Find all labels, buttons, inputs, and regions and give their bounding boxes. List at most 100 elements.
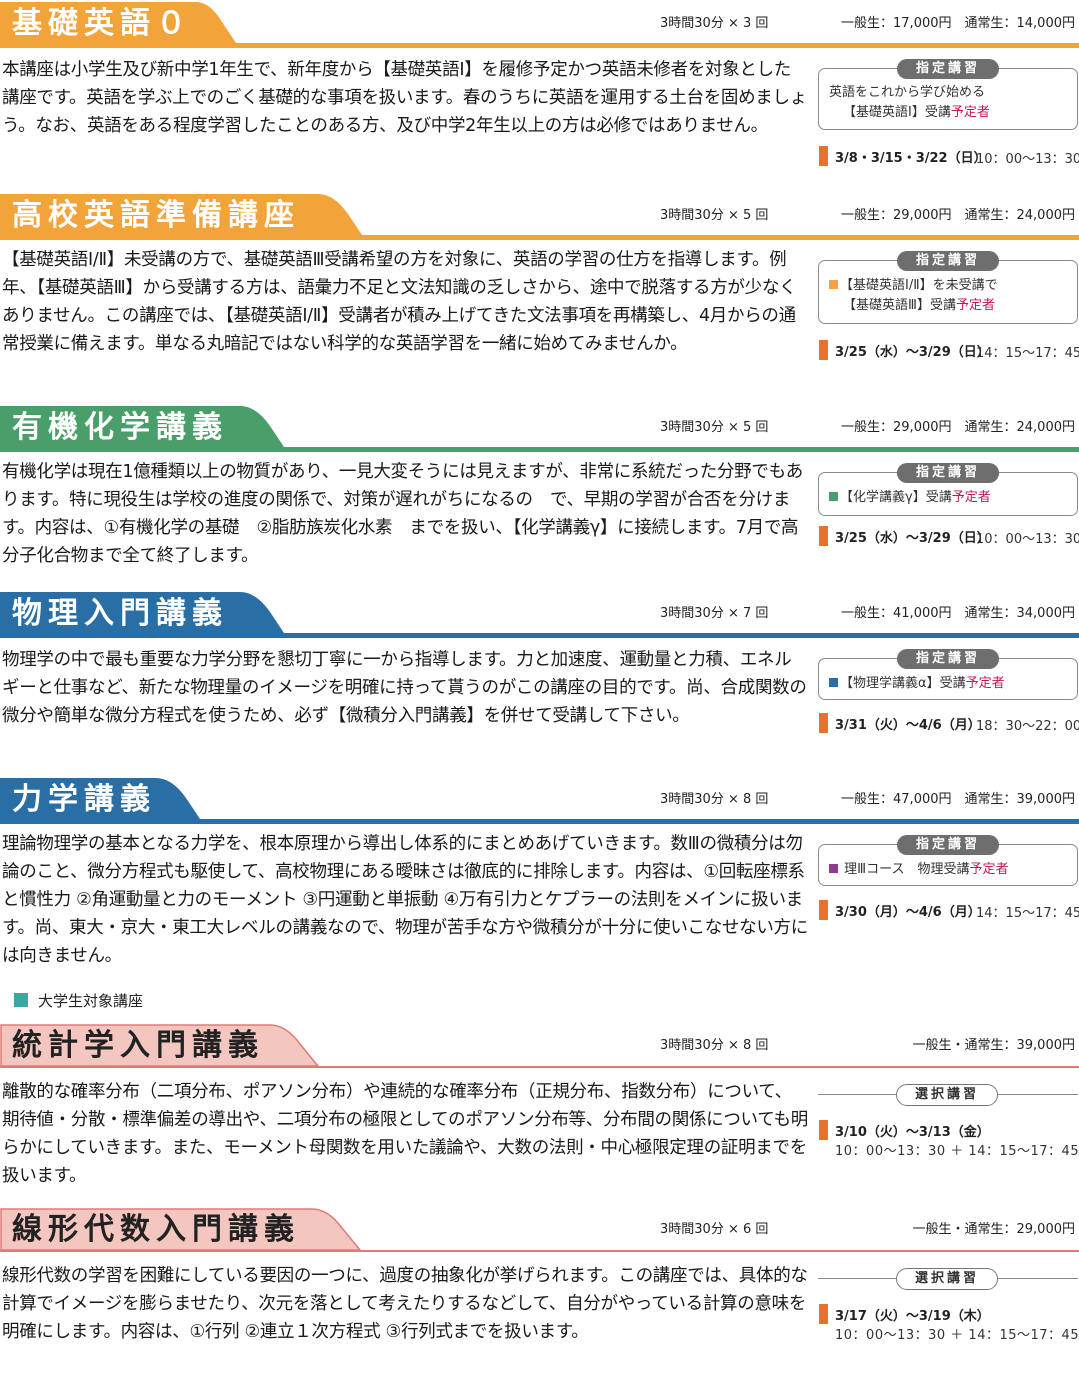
schedule-date: 3/25（水）～3/29（日） <box>835 531 990 546</box>
requirement-line-1: 英語をこれから学び始める <box>829 85 986 100</box>
course-header: 基礎英語０ 3時間30分 × 3 回 一般生：17,000円 通常生：14,00… <box>0 2 1079 50</box>
schedule-marker <box>819 340 828 360</box>
course-sessions: 3時間30分 × 5 回 <box>660 208 769 223</box>
course-description: 理論物理学の基本となる力学を、根本原理から導出し体系的にまとめあげていきます。数… <box>2 834 808 966</box>
course-header: 統計学入門講義 3時間30分 × 8 回 一般生・通常生：39,000円 <box>0 1024 1079 1072</box>
requirement-box: 指定講習 英語をこれから学び始める 【基礎英語Ⅰ】受講予定者 <box>818 59 1078 130</box>
schedule-time: 14：15～17：45 <box>976 906 1079 921</box>
header-rule <box>0 1250 1079 1252</box>
course-fees: 一般生・通常生：29,000円 <box>912 1222 1076 1237</box>
course-fees: 一般生：29,000円 通常生：24,000円 <box>841 420 1075 435</box>
course-description: 線形代数の学習を困難にしている要因の一つに、過度の抽象化が挙げられます。この講座… <box>2 1266 808 1342</box>
course-description: 離散的な確率分布（二項分布、ポアソン分布）や連続的な確率分布（正規分布、指数分布… <box>2 1082 808 1186</box>
title-tab-shape <box>0 1024 320 1067</box>
course-header: 線形代数入門講義 3時間30分 × 6 回 一般生・通常生：29,000円 <box>0 1208 1079 1256</box>
schedule-marker <box>819 1120 828 1140</box>
course-fees: 一般生・通常生：39,000円 <box>912 1038 1076 1053</box>
requirement-line-1: 理Ⅲコース 物理受講予定者 <box>829 860 1008 880</box>
schedule-date: 3/31（火）～4/6（月） <box>835 718 981 733</box>
course-schedule: 3/17（火）～3/19（木） 10：00～13：30 ＋ 14：15～17：4… <box>818 1304 1079 1344</box>
title-tab-shape <box>0 1208 362 1251</box>
requirement-line-1: 【化学講義γ】受講予定者 <box>829 488 991 508</box>
schedule-time: 10：00～13：30 ＋ 14：15～17：45 <box>835 1328 1079 1343</box>
schedule-time: 10：00～13：30 <box>976 532 1079 547</box>
course-sessions: 3時間30分 × 7 回 <box>660 606 769 621</box>
course-sessions: 3時間30分 × 5 回 <box>660 420 769 435</box>
university-section-label: 大学生対象講座 <box>38 992 144 1010</box>
schedule-marker <box>819 713 828 733</box>
course-sessions: 3時間30分 × 8 回 <box>660 792 769 807</box>
requirement-label: 指定講習 <box>897 649 999 669</box>
course-tokeigaku-nyumon: 統計学入門講義 3時間30分 × 8 回 一般生・通常生：39,000円 離散的… <box>0 1024 1079 1186</box>
course-header: 高校英語準備講座 3時間30分 × 5 回 一般生：29,000円 通常生：24… <box>0 194 1079 242</box>
course-butsuri-nyumon: 物理入門講義 3時間30分 × 7 回 一般生：41,000円 通常生：34,0… <box>0 592 1079 734</box>
requirement-box: 指定講習 【物理学講義α】受講予定者 <box>818 649 1078 700</box>
header-rule <box>0 633 1079 638</box>
schedule-date: 3/25（水）～3/29（日） <box>835 345 990 360</box>
course-header: 力学講義 3時間30分 × 8 回 一般生：47,000円 通常生：39,000… <box>0 778 1079 826</box>
title-tab-shape <box>0 778 200 819</box>
course-title: 力学講義 <box>12 782 156 817</box>
course-header: 有機化学講義 3時間30分 × 5 回 一般生：29,000円 通常生：24,0… <box>0 406 1079 454</box>
course-schedule: 3/8・3/15・3/22（日） 10：00～13：30 <box>818 146 1079 167</box>
course-sessions: 3時間30分 × 3 回 <box>660 16 769 31</box>
select-label: 選択講習 <box>896 1084 998 1106</box>
course-fees: 一般生：29,000円 通常生：24,000円 <box>841 208 1075 223</box>
course-kiso-eigo-0: 基礎英語０ 3時間30分 × 3 回 一般生：17,000円 通常生：14,00… <box>0 2 1079 167</box>
course-koko-eigo-junbi: 高校英語準備講座 3時間30分 × 5 回 一般生：29,000円 通常生：24… <box>0 194 1079 361</box>
course-title: 基礎英語０ <box>12 6 192 41</box>
requirement-label: 指定講習 <box>897 251 999 271</box>
schedule-time: 18：30～22：00 <box>976 719 1079 734</box>
select-label: 選択講習 <box>896 1268 998 1290</box>
schedule-marker <box>819 900 828 920</box>
course-description: 本講座は小学生及び新中学1年生で、新年度から【基礎英語Ⅰ】を履修予定かつ英語未修… <box>2 60 807 136</box>
course-yuki-kagaku: 有機化学講義 3時間30分 × 5 回 一般生：29,000円 通常生：24,0… <box>0 406 1079 566</box>
course-sessions: 3時間30分 × 8 回 <box>660 1038 769 1053</box>
course-fees: 一般生：41,000円 通常生：34,000円 <box>841 606 1075 621</box>
title-tab-shape <box>0 2 236 43</box>
course-senkei-daisu-nyumon: 線形代数入門講義 3時間30分 × 6 回 一般生・通常生：29,000円 線形… <box>0 1208 1079 1343</box>
requirement-box: 指定講習 【化学講義γ】受講予定者 <box>818 463 1078 516</box>
schedule-date: 3/17（火）～3/19（木） <box>835 1309 990 1324</box>
requirement-line-1: 【基礎英語Ⅰ/Ⅱ】を未受講で <box>829 276 998 296</box>
green-square-icon <box>829 492 838 501</box>
course-fees: 一般生：17,000円 通常生：14,000円 <box>841 16 1075 31</box>
course-title: 線形代数入門講義 <box>12 1212 300 1247</box>
schedule-marker <box>819 1304 828 1324</box>
purple-square-icon <box>829 864 838 873</box>
course-schedule: 3/30（月）～4/6（月） 14：15～17：45 <box>818 900 1079 921</box>
course-description: 有機化学は現在1億種類以上の物質があり、一見大変そうには見えますが、非常に系統だ… <box>2 462 803 566</box>
course-schedule: 3/25（水）～3/29（日） 14：15～17：45 <box>818 340 1079 361</box>
requirement-label: 指定講習 <box>897 463 999 483</box>
teal-square-icon <box>14 993 28 1007</box>
course-title: 統計学入門講義 <box>12 1028 264 1063</box>
requirement-box: 指定講習 理Ⅲコース 物理受講予定者 <box>818 835 1078 886</box>
course-rikigaku: 力学講義 3時間30分 × 8 回 一般生：47,000円 通常生：39,000… <box>0 778 1079 966</box>
schedule-marker <box>819 526 828 546</box>
schedule-marker <box>819 146 828 166</box>
course-schedule: 3/10（火）～3/13（金） 10：00～13：30 ＋ 14：15～17：4… <box>818 1120 1079 1160</box>
course-description: 物理学の中で最も重要な力学分野を懇切丁寧に一から指導します。力と加速度、運動量と… <box>2 650 807 726</box>
schedule-time: 14：15～17：45 <box>976 346 1079 361</box>
schedule-date: 3/8・3/15・3/22（日） <box>835 151 987 166</box>
course-schedule: 3/31（火）～4/6（月） 18：30～22：00 <box>818 713 1079 734</box>
course-title: 高校英語準備講座 <box>12 198 300 233</box>
course-header: 物理入門講義 3時間30分 × 7 回 一般生：41,000円 通常生：34,0… <box>0 592 1079 640</box>
requirement-box: 指定講習 【基礎英語Ⅰ/Ⅱ】を未受講で 【基礎英語Ⅲ】受講予定者 <box>818 251 1078 324</box>
title-tab-shape <box>0 592 284 633</box>
course-fees: 一般生：47,000円 通常生：39,000円 <box>841 792 1075 807</box>
blue-square-icon <box>829 678 838 687</box>
course-schedule: 3/25（水）～3/29（日） 10：00～13：30 <box>818 526 1079 547</box>
schedule-time: 10：00～13：30 ＋ 14：15～17：45 <box>835 1144 1079 1159</box>
header-rule <box>0 447 1079 452</box>
course-title: 有機化学講義 <box>12 410 228 445</box>
schedule-time: 10：00～13：30 <box>976 152 1079 167</box>
course-title: 物理入門講義 <box>12 596 228 631</box>
requirement-line-2: 【基礎英語Ⅰ】受講予定者 <box>843 105 990 120</box>
requirement-label: 指定講習 <box>897 59 999 79</box>
requirement-label: 指定講習 <box>897 835 999 855</box>
header-rule <box>0 43 1079 48</box>
course-sessions: 3時間30分 × 6 回 <box>660 1222 769 1237</box>
header-rule <box>0 235 1079 240</box>
title-tab-shape <box>0 406 284 447</box>
